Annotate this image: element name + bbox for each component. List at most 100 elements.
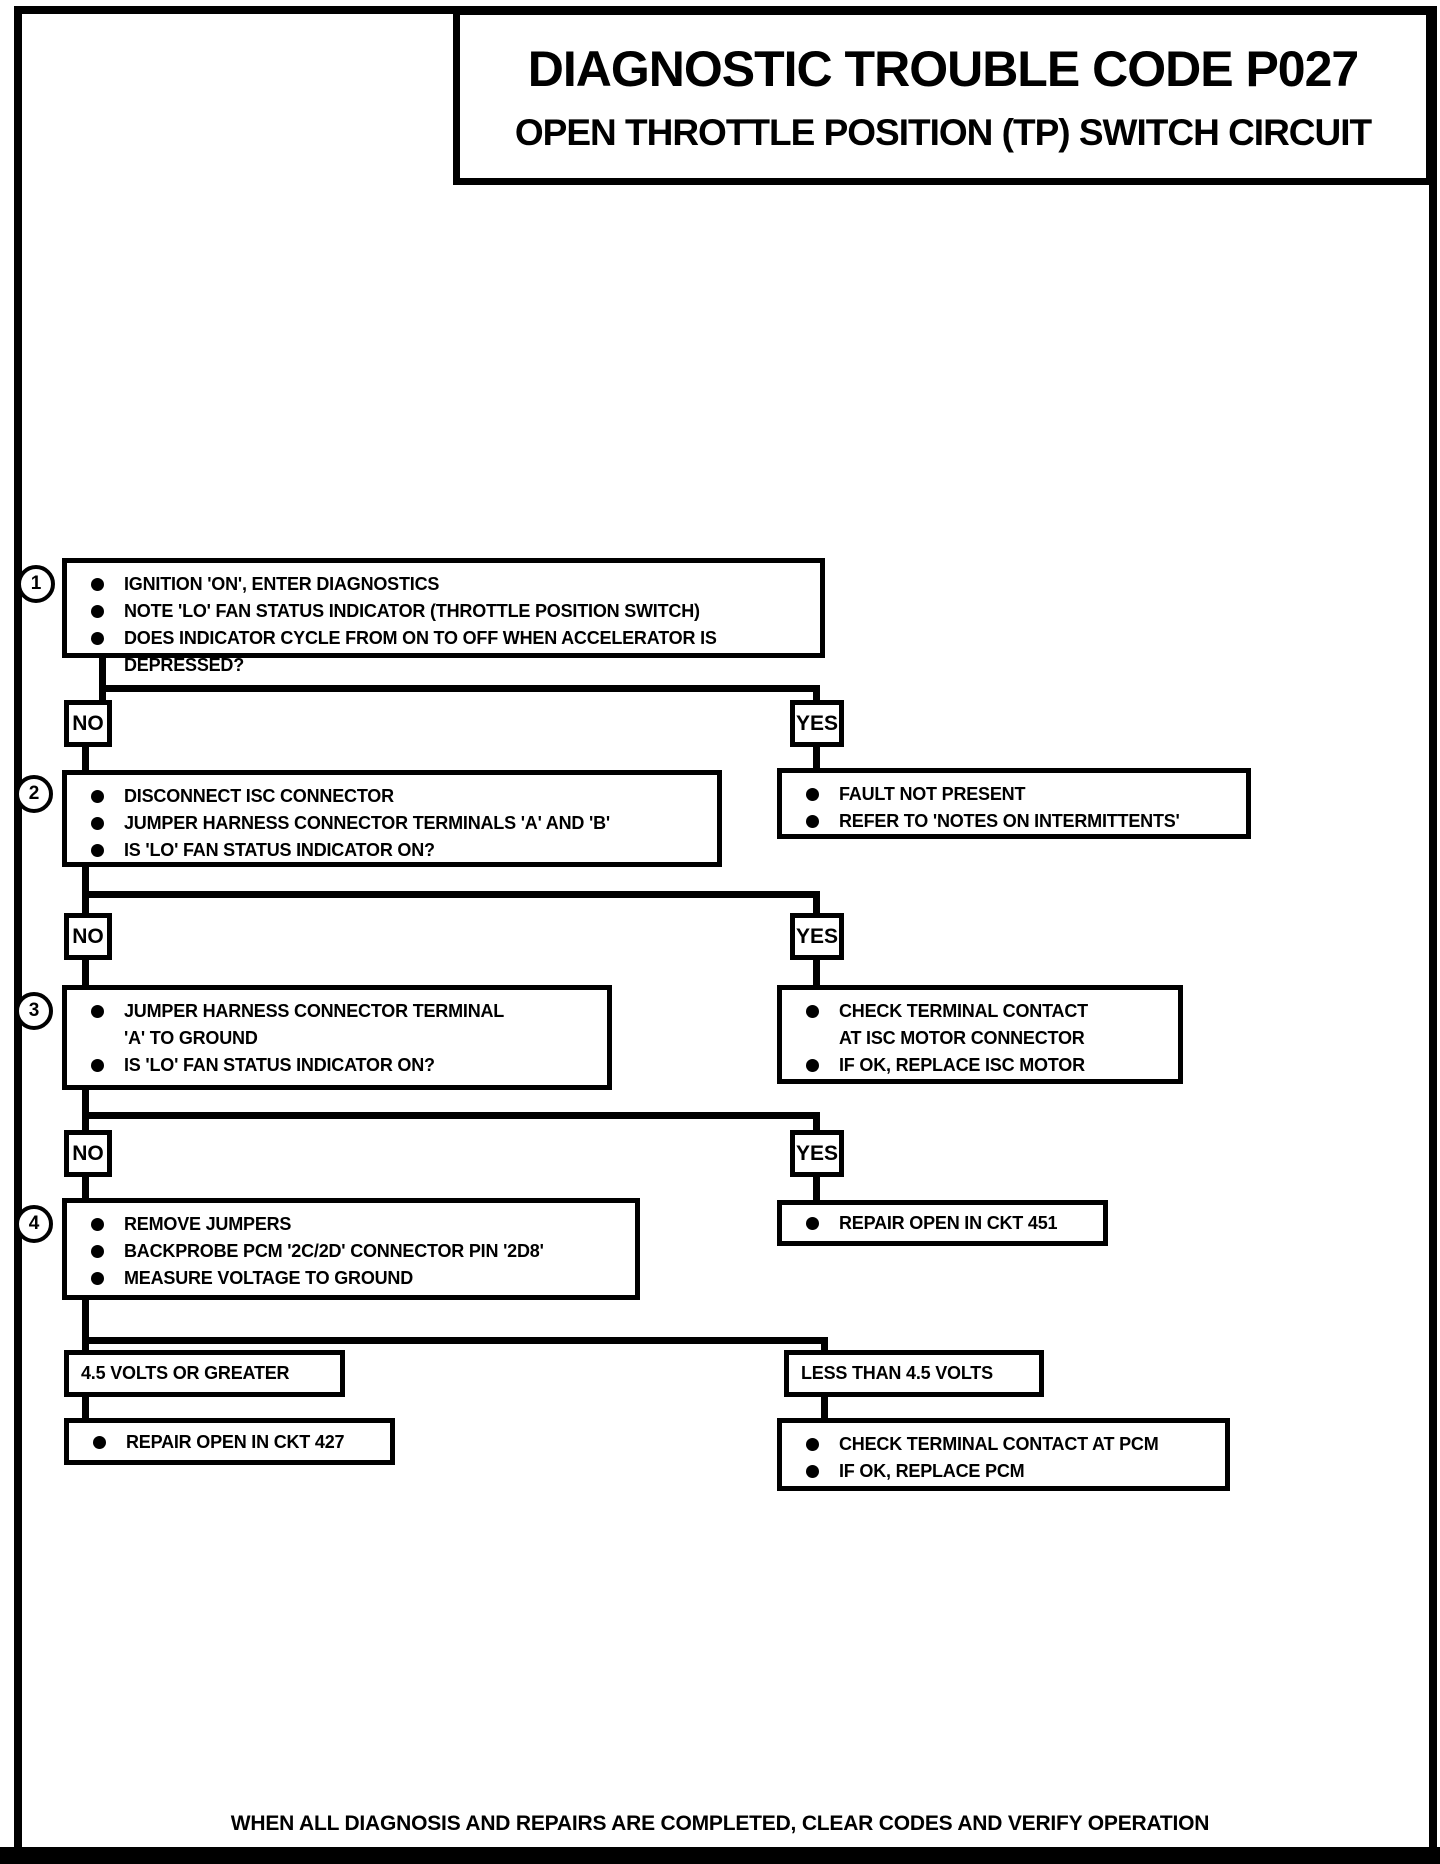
- step-number-circle: 4: [15, 1205, 53, 1243]
- bottom-scan-bar: [0, 1847, 1440, 1864]
- no-text: NO: [72, 711, 104, 735]
- no-text: NO: [72, 924, 104, 948]
- result-check-pcm-box: CHECK TERMINAL CONTACT AT PCM IF OK, REP…: [777, 1418, 1230, 1491]
- bullet-item: MEASURE VOLTAGE TO GROUND: [67, 1265, 627, 1292]
- bullet-icon: [806, 1217, 819, 1230]
- page-border: [14, 6, 1437, 1847]
- bullet-text: CHECK TERMINAL CONTACT AT ISC MOTOR CONN…: [839, 1001, 1088, 1048]
- bullet-text: FAULT NOT PRESENT: [839, 784, 1026, 804]
- connector: [82, 1395, 89, 1420]
- yes-branch-label: YES: [790, 1130, 844, 1177]
- bullet-icon: [91, 844, 104, 857]
- step-number-circle: 3: [15, 992, 53, 1030]
- no-branch-label: NO: [64, 700, 112, 747]
- bullet-text: IF OK, REPLACE PCM: [839, 1461, 1025, 1481]
- yes-text: YES: [795, 711, 839, 735]
- voltage-less-text: LESS THAN 4.5 VOLTS: [801, 1363, 993, 1383]
- bullet-item: REFER TO 'NOTES ON INTERMITTENTS': [782, 808, 1238, 835]
- no-branch-label: NO: [64, 1130, 112, 1177]
- connector: [813, 958, 820, 987]
- connector: [99, 656, 106, 702]
- bullet-icon: [91, 1218, 104, 1231]
- bullet-item: JUMPER HARNESS CONNECTOR TERMINAL 'A' TO…: [67, 998, 527, 1052]
- connector: [82, 745, 89, 772]
- bullet-text: IGNITION 'ON', ENTER DIAGNOSTICS: [124, 574, 440, 594]
- step-number: 1: [30, 573, 42, 594]
- bullet-icon: [91, 605, 104, 618]
- bullet-item: IS 'LO' FAN STATUS INDICATOR ON?: [67, 837, 709, 864]
- bullet-icon: [91, 578, 104, 591]
- bullet-text: DISCONNECT ISC CONNECTOR: [124, 786, 394, 806]
- connector: [82, 1112, 820, 1119]
- bullet-item: CHECK TERMINAL CONTACT AT ISC MOTOR CONN…: [782, 998, 1108, 1052]
- bullet-text: MEASURE VOLTAGE TO GROUND: [124, 1268, 414, 1288]
- page-subtitle: OPEN THROTTLE POSITION (TP) SWITCH CIRCU…: [514, 111, 1372, 153]
- voltage-greater-label: 4.5 VOLTS OR GREATER: [64, 1350, 345, 1397]
- connector: [813, 745, 820, 770]
- step-3-box: JUMPER HARNESS CONNECTOR TERMINAL 'A' TO…: [62, 985, 612, 1090]
- bullet-icon: [91, 790, 104, 803]
- bullet-icon: [806, 1059, 819, 1072]
- connector: [82, 891, 820, 898]
- bullet-icon: [806, 1438, 819, 1451]
- step-number: 2: [28, 783, 40, 804]
- connector: [813, 1115, 820, 1132]
- connector: [99, 685, 820, 692]
- bullet-item: IF OK, REPLACE ISC MOTOR: [782, 1052, 1108, 1079]
- bullet-item: CHECK TERMINAL CONTACT AT PCM: [782, 1431, 1217, 1458]
- bullet-icon: [806, 1005, 819, 1018]
- bullet-item: REMOVE JUMPERS: [67, 1211, 627, 1238]
- bullet-text: JUMPER HARNESS CONNECTOR TERMINALS 'A' A…: [124, 813, 610, 833]
- bullet-text: DOES INDICATOR CYCLE FROM ON TO OFF WHEN…: [124, 628, 717, 675]
- result-check-isc-motor-box: CHECK TERMINAL CONTACT AT ISC MOTOR CONN…: [777, 985, 1183, 1084]
- bullet-item: REPAIR OPEN IN CKT 451: [782, 1210, 1095, 1237]
- bullet-icon: [91, 1005, 104, 1018]
- connector: [82, 958, 89, 987]
- connector: [813, 1175, 820, 1202]
- bullet-item: BACKPROBE PCM '2C/2D' CONNECTOR PIN '2D8…: [67, 1238, 627, 1265]
- bullet-item: IS 'LO' FAN STATUS INDICATOR ON?: [67, 1052, 527, 1079]
- bullet-text: REFER TO 'NOTES ON INTERMITTENTS': [839, 811, 1180, 831]
- connector: [82, 865, 89, 915]
- footer-note: WHEN ALL DIAGNOSIS AND REPAIRS ARE COMPL…: [230, 1812, 1210, 1835]
- bullet-text: CHECK TERMINAL CONTACT AT PCM: [839, 1434, 1159, 1454]
- bullet-icon: [91, 817, 104, 830]
- bullet-icon: [91, 1245, 104, 1258]
- bullet-icon: [806, 788, 819, 801]
- bullet-icon: [806, 1465, 819, 1478]
- bullet-item: FAULT NOT PRESENT: [782, 781, 1238, 808]
- bullet-item: NOTE 'LO' FAN STATUS INDICATOR (THROTTLE…: [67, 598, 812, 625]
- bullet-text: IF OK, REPLACE ISC MOTOR: [839, 1055, 1085, 1075]
- bullet-item: DISCONNECT ISC CONNECTOR: [67, 783, 709, 810]
- bullet-icon: [91, 1059, 104, 1072]
- bullet-text: NOTE 'LO' FAN STATUS INDICATOR (THROTTLE…: [124, 601, 700, 621]
- yes-branch-label: YES: [790, 913, 844, 960]
- voltage-greater-text: 4.5 VOLTS OR GREATER: [81, 1363, 290, 1383]
- step-number-circle: 2: [15, 775, 53, 813]
- bullet-item: REPAIR OPEN IN CKT 427: [69, 1429, 382, 1456]
- bullet-text: REPAIR OPEN IN CKT 427: [126, 1432, 345, 1452]
- result-fault-not-present-box: FAULT NOT PRESENT REFER TO 'NOTES ON INT…: [777, 768, 1251, 839]
- bullet-icon: [91, 632, 104, 645]
- no-branch-label: NO: [64, 913, 112, 960]
- connector: [82, 1088, 89, 1132]
- step-4-box: REMOVE JUMPERS BACKPROBE PCM '2C/2D' CON…: [62, 1198, 640, 1300]
- bullet-item: IGNITION 'ON', ENTER DIAGNOSTICS: [67, 571, 812, 598]
- connector: [82, 1337, 828, 1344]
- connector: [82, 1175, 89, 1200]
- title-block: DIAGNOSTIC TROUBLE CODE P027 OPEN THROTT…: [453, 8, 1433, 185]
- result-repair-ckt-427-box: REPAIR OPEN IN CKT 427: [64, 1418, 395, 1465]
- step-1-box: IGNITION 'ON', ENTER DIAGNOSTICS NOTE 'L…: [62, 558, 825, 675]
- bullet-text: REPAIR OPEN IN CKT 451: [839, 1213, 1058, 1233]
- connector: [821, 1340, 828, 1352]
- bullet-item: DOES INDICATOR CYCLE FROM ON TO OFF WHEN…: [67, 625, 812, 679]
- result-repair-ckt-451-box: REPAIR OPEN IN CKT 451: [777, 1200, 1108, 1246]
- connector: [813, 688, 820, 702]
- yes-text: YES: [795, 924, 839, 948]
- bullet-icon: [93, 1436, 106, 1449]
- no-text: NO: [72, 1141, 104, 1165]
- bullet-icon: [91, 1272, 104, 1285]
- yes-branch-label: YES: [790, 700, 844, 747]
- bullet-text: BACKPROBE PCM '2C/2D' CONNECTOR PIN '2D8…: [124, 1241, 544, 1261]
- page-title: DIAGNOSTIC TROUBLE CODE P027: [527, 40, 1359, 97]
